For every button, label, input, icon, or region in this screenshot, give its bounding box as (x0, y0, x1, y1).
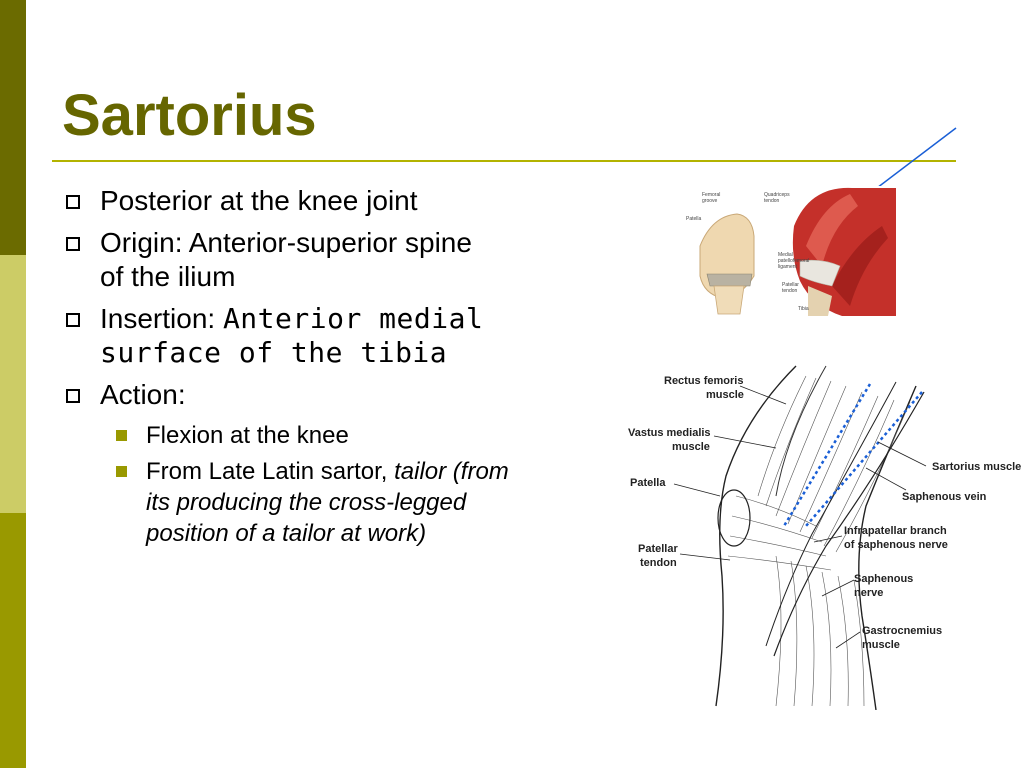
hollow-square-bullet-icon (66, 313, 80, 327)
side-bar-olive (0, 513, 26, 768)
svg-text:tendon: tendon (640, 557, 677, 569)
label-gastrocnemius: Gastrocnemius (862, 625, 942, 637)
hollow-square-bullet-icon (66, 195, 80, 209)
label-rectus-femoris: Rectus femoris (664, 375, 743, 387)
svg-text:Patella: Patella (686, 216, 702, 222)
svg-text:tendon: tendon (782, 288, 798, 294)
bullet-posterior: Posterior at the knee joint (62, 184, 602, 218)
svg-text:Tibia: Tibia (798, 306, 809, 312)
svg-text:tendon: tendon (764, 198, 780, 204)
filled-square-bullet-icon (116, 466, 127, 477)
sub-bullet-list: Flexion at the knee From Late Latin sart… (62, 420, 602, 549)
bullet-origin: Origin: Anterior-superior spine of the i… (62, 226, 602, 294)
hollow-square-bullet-icon (66, 389, 80, 403)
label-sartorius-muscle: Sartorius muscle (932, 461, 1021, 473)
svg-text:patellofemoral: patellofemoral (778, 258, 809, 264)
side-bar-dark (0, 0, 26, 255)
label-patellar-tendon: Patellar (638, 543, 678, 555)
svg-text:muscle: muscle (862, 639, 900, 651)
svg-text:ligament: ligament (778, 264, 798, 270)
svg-text:muscle: muscle (706, 389, 744, 401)
label-saphenous-vein: Saphenous vein (902, 491, 987, 503)
knee-line-drawing-figure: Rectus femoris muscle Vastus medialis mu… (626, 356, 1024, 710)
hollow-square-bullet-icon (66, 237, 80, 251)
svg-text:muscle: muscle (672, 441, 710, 453)
bullet-action: Action: (62, 378, 602, 412)
label-patella: Patella (630, 477, 666, 489)
side-bar-light (0, 255, 26, 513)
svg-text:Quadriceps: Quadriceps (764, 192, 790, 198)
filled-square-bullet-icon (116, 430, 127, 441)
sub-bullet-flexion: Flexion at the knee (62, 420, 602, 451)
svg-text:groove: groove (702, 198, 718, 204)
svg-text:Medial: Medial (778, 252, 793, 258)
label-saphenous-nerve: Saphenous (854, 573, 913, 585)
svg-text:of saphenous nerve: of saphenous nerve (844, 539, 948, 551)
label-vastus-medialis: Vastus medialis (628, 427, 711, 439)
svg-text:Patellar: Patellar (782, 282, 799, 288)
bullet-insertion: Insertion: Anterior medial surface of th… (62, 302, 602, 370)
bullet-list: Posterior at the knee joint Origin: Ante… (62, 184, 602, 554)
svg-text:Femoral: Femoral (702, 192, 720, 198)
sub-bullet-etymology: From Late Latin sartor, tailor (from its… (62, 456, 602, 549)
title-divider (52, 160, 956, 162)
knee-color-figure: Femoral groove Patella Quadriceps tendon… (682, 186, 898, 318)
svg-text:nerve: nerve (854, 587, 883, 599)
slide-title: Sartorius (62, 83, 317, 148)
label-infrapatellar-branch: Infrapatellar branch (844, 525, 947, 537)
